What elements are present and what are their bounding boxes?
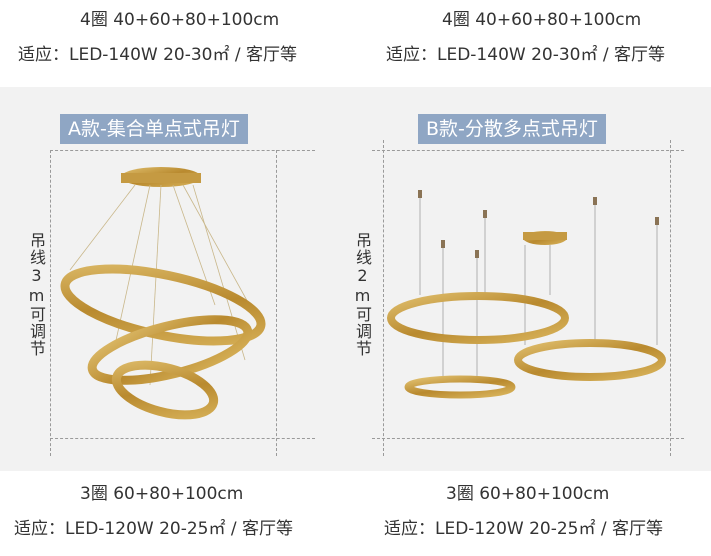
guide-left-edge-2 (276, 150, 277, 456)
style-b-tag: B款-分散多点式吊灯 (418, 114, 606, 144)
top-left-fit-spec: 适应：LED-140W 20-30㎡ / 客厅等 (18, 45, 298, 65)
guide-bottom-right (372, 438, 684, 439)
style-a-tag: A款-集合单点式吊灯 (60, 114, 248, 144)
top-right-fit-spec: 适应：LED-140W 20-30㎡ / 客厅等 (386, 45, 666, 65)
lamp-a-cables (69, 184, 256, 386)
lamp-a-ring-small (111, 360, 219, 420)
bottom-left-ring-spec: 3圈 60+80+100cm (80, 484, 244, 504)
guide-top-left (50, 150, 315, 151)
lamp-b-cable-grips (418, 190, 659, 258)
guide-right-edge (383, 140, 384, 456)
lamp-b-ring-large (387, 292, 569, 344)
lamp-a-illustration (60, 167, 266, 420)
guide-top-right (372, 150, 684, 151)
top-right-ring-spec: 4圈 40+60+80+100cm (442, 10, 642, 30)
top-left-ring-spec: 4圈 40+60+80+100cm (80, 10, 280, 30)
lamp-a-canopy-side (121, 173, 201, 183)
style-a-cable-label: 吊线3m可调节 (27, 232, 46, 357)
guide-bottom-left (50, 438, 315, 439)
guide-right-edge-2 (670, 140, 671, 456)
bottom-right-fit-spec: 适应：LED-120W 20-25㎡ / 客厅等 (384, 519, 664, 539)
bottom-left-fit-spec: 适应：LED-120W 20-25㎡ / 客厅等 (14, 519, 294, 539)
lamp-a-ring-large (60, 264, 266, 346)
bottom-right-ring-spec: 3圈 60+80+100cm (446, 484, 610, 504)
product-band (0, 87, 711, 471)
guide-left-edge (50, 150, 51, 456)
lamp-b-ring-small (404, 375, 516, 399)
lamp-b-canopy-side (523, 232, 567, 240)
lamp-b-cables (419, 195, 658, 378)
style-b-cable-label: 吊线2m可调节 (353, 232, 372, 357)
lamp-b-illustration (387, 190, 666, 399)
lamp-b-ring-medium (514, 339, 666, 381)
